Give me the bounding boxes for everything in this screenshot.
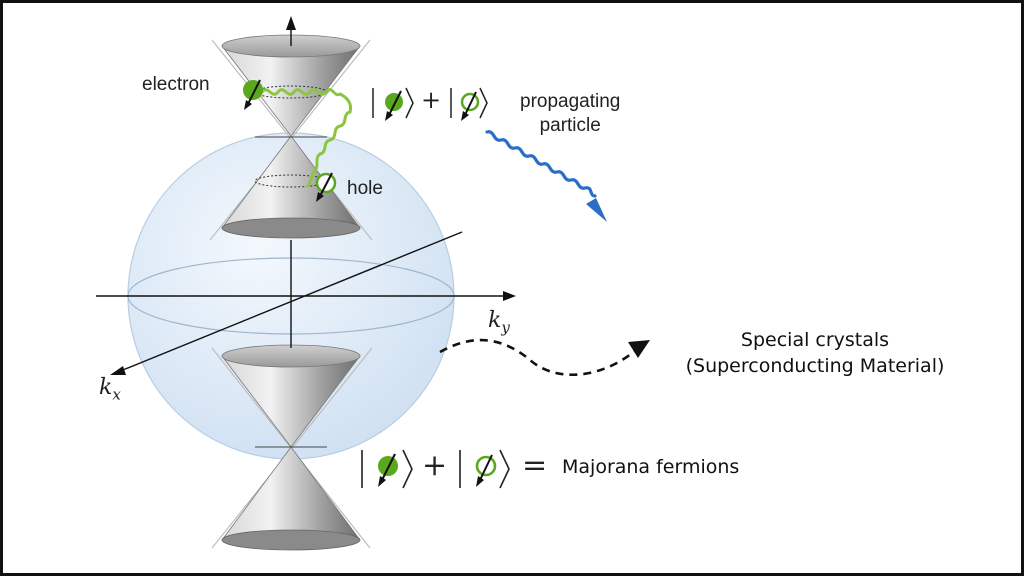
plus-sign-top: + [421, 86, 442, 114]
hole-spin-icon [315, 172, 337, 202]
propagating-line-1: propagating [520, 91, 621, 112]
special-crystals-label: Special crystals (Superconducting Materi… [650, 327, 980, 379]
ky-sub: y [501, 318, 510, 337]
ky-axis-label: ky [488, 308, 510, 336]
special-line-1: Special crystals [740, 329, 890, 351]
superposition-ket-top [372, 87, 488, 121]
kx-base: k [99, 375, 113, 400]
kx-axis-label: kx [99, 375, 121, 403]
propagating-particle-label: propagating particle [520, 90, 620, 138]
equals-sign: = [522, 448, 548, 483]
plus-sign-bottom: + [422, 448, 448, 483]
lower-double-cone [221, 344, 361, 551]
blue-wave-arrow-icon [485, 130, 607, 222]
electron-label: electron [142, 74, 210, 95]
ky-base: k [488, 308, 502, 333]
electron-spin-icon [243, 79, 263, 110]
upper-double-cone [221, 34, 361, 239]
dashed-curve-arrow-icon [439, 338, 650, 377]
momentum-axes [96, 16, 516, 375]
majorana-ket-expression [361, 449, 510, 489]
electron-hole-wave [260, 88, 352, 188]
majorana-label: Majorana fermions [562, 456, 740, 478]
propagating-line-2: particle [539, 115, 601, 136]
special-line-2: (Superconducting Material) [685, 355, 945, 377]
hole-label: hole [347, 178, 383, 199]
kx-sub: x [112, 385, 121, 404]
